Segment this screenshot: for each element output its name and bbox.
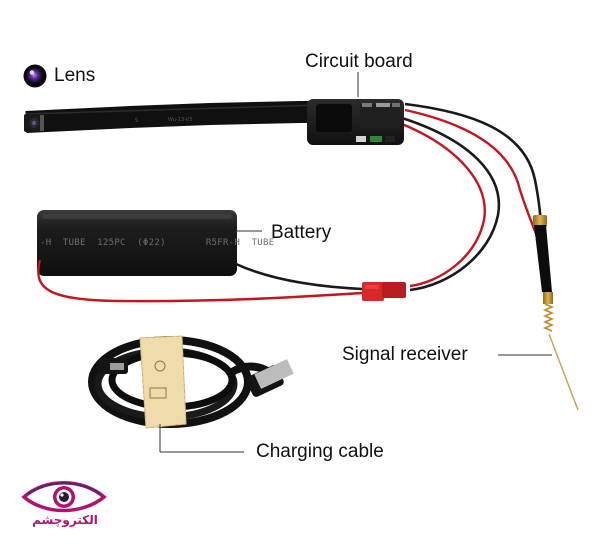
antenna: [533, 215, 579, 411]
battery-print: -H TUBE 125PC (Φ22) R5FR-H TUBE: [40, 238, 275, 248]
lens-thumbnail-icon: [23, 64, 47, 88]
svg-text:Wu-13-V3: Wu-13-V3: [168, 117, 192, 123]
red-connector: [362, 282, 406, 301]
circuit-board-label: Circuit board: [305, 51, 413, 72]
circuit-board: [307, 99, 404, 145]
signal-receiver-label: Signal receiver: [342, 344, 468, 365]
eye-logo-icon: [21, 481, 107, 513]
svg-text:S: S: [135, 118, 138, 124]
charging-cable: [88, 335, 294, 429]
leader-lines: [159, 72, 552, 453]
battery-label: Battery: [271, 222, 332, 243]
charging-cable-label: Charging cable: [256, 441, 384, 462]
logo-text: الکتروچشم: [32, 513, 98, 527]
wires: [37, 102, 543, 303]
battery: [37, 210, 237, 276]
lens-label: Lens: [54, 65, 96, 86]
lens-icon: [24, 114, 44, 132]
flex-ribbon-cable: S Wu-13-V3: [25, 101, 319, 133]
